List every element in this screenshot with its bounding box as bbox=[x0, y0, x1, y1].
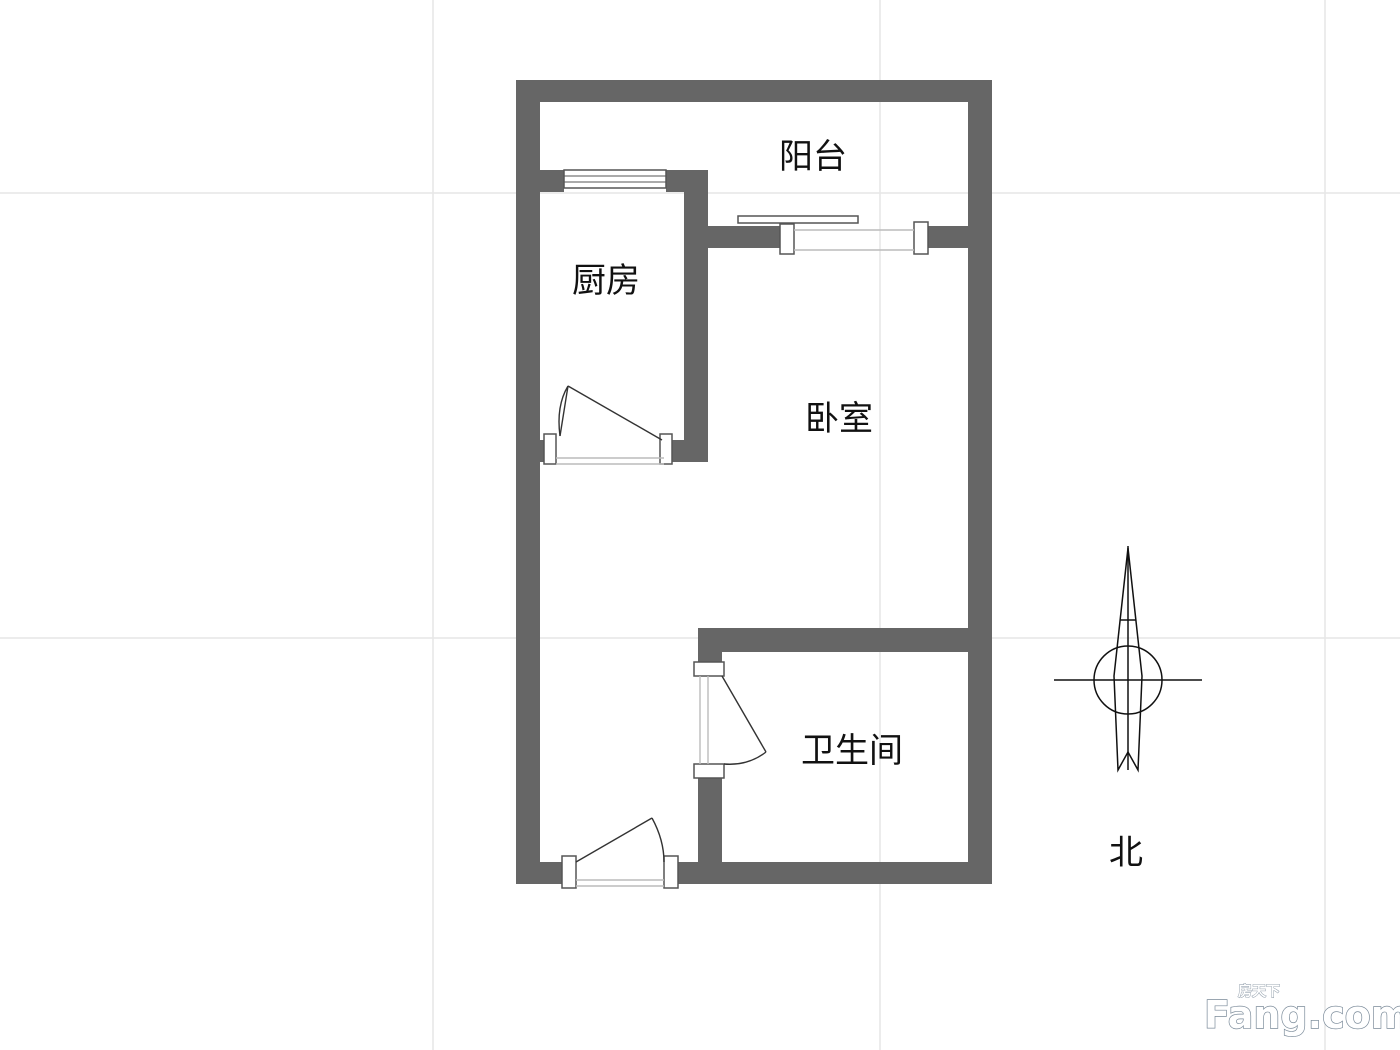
windows bbox=[563, 169, 859, 224]
wall-bathroom-top bbox=[698, 628, 992, 652]
walls bbox=[516, 80, 992, 884]
doors bbox=[556, 229, 914, 887]
wall-balcony-divider-right bbox=[922, 226, 992, 248]
wall-kitchen-door-jamb-right bbox=[664, 440, 708, 462]
watermark-cn: 房天下 bbox=[1238, 983, 1280, 1000]
wall-bathroom-left-lower bbox=[698, 770, 722, 884]
room-label-bedroom: 卧室 bbox=[805, 399, 873, 439]
wall-bottom-left bbox=[516, 862, 572, 884]
room-label-bathroom: 卫生间 bbox=[801, 731, 903, 771]
wall-kitchen-right bbox=[684, 170, 708, 462]
wall-top bbox=[516, 80, 992, 102]
balcony-sliding-door bbox=[737, 215, 859, 224]
room-label-balcony: 阳台 bbox=[779, 137, 847, 177]
kitchen-window bbox=[563, 169, 667, 189]
wall-balcony-divider-left bbox=[684, 226, 780, 248]
compass-north-label: 北 bbox=[1109, 833, 1143, 873]
wall-bottom-right bbox=[668, 862, 992, 884]
watermark-en: Fang.com bbox=[1204, 993, 1400, 1037]
north-compass-icon bbox=[1054, 546, 1202, 773]
wall-kitchen-top-left bbox=[540, 170, 564, 192]
wall-left bbox=[516, 80, 540, 884]
fang-logo-watermark: 房天下 Fang.com bbox=[1203, 983, 1400, 1038]
room-label-kitchen: 厨房 bbox=[572, 261, 640, 301]
wall-right bbox=[968, 80, 992, 884]
door-jambs bbox=[543, 221, 929, 889]
